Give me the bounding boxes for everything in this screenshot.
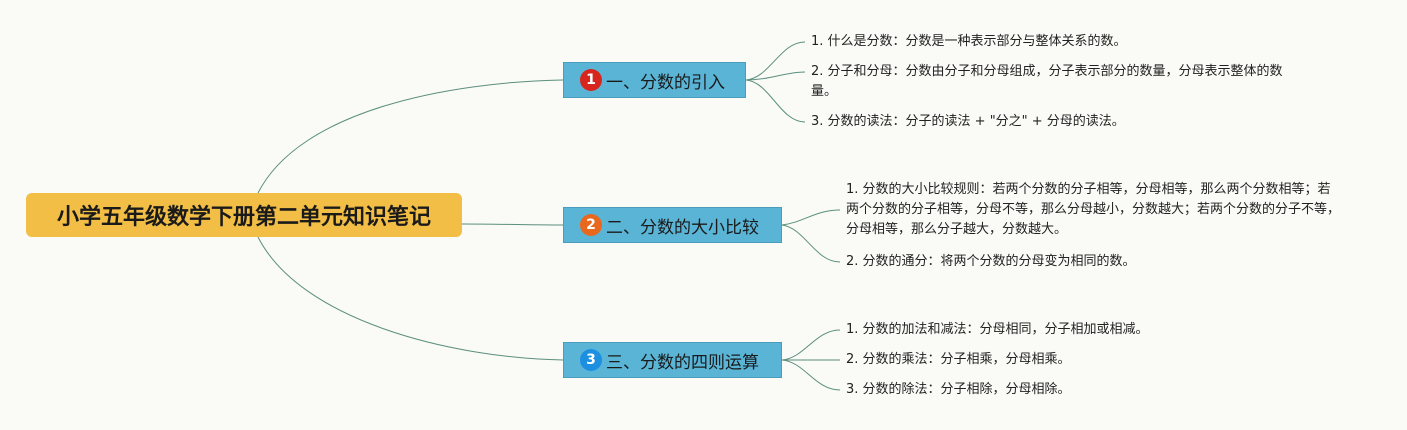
leaf-node[interactable]: 2. 分数的乘法：分子相乘，分母相乘。 [846,352,1071,367]
branch-label: 一、分数的引入 [606,72,725,93]
leaf-node[interactable]: 1. 什么是分数：分数是一种表示部分与整体关系的数。 [811,34,1127,49]
branch-label: 三、分数的四则运算 [606,352,759,373]
root-title: 小学五年级数学下册第二单元知识笔记 [56,205,431,230]
branch-node-2[interactable]: 2 二、分数的大小比较 [563,207,782,243]
connector-b1-leaf-3 [745,79,806,123]
connector-b3-leaf-3 [781,359,841,391]
leaf-node[interactable]: 2. 分数的通分：将两个分数的分母变为相同的数。 [846,254,1136,269]
number-badge-icon: 3 [580,349,602,371]
connector-b1-leaf-2 [745,71,806,81]
number-badge-icon: 1 [580,69,602,91]
connector-b2-leaf-1 [781,209,841,226]
connector-root-branch-2 [461,223,564,226]
branch-label: 二、分数的大小比较 [606,217,759,238]
leaf-node[interactable]: 2. 分子和分母：分数由分子和分母组成，分子表示部分的数量，分母表示整体的数量。 [811,64,1283,99]
leaf-node[interactable]: 3. 分数的读法：分子的读法 + "分之" + 分母的读法。 [811,114,1125,129]
connector-b3-leaf-1 [781,329,841,361]
connector-root-branch-1 [257,79,564,194]
connector-root-branch-3 [257,236,564,361]
connector-b2-leaf-2 [781,224,841,263]
connector-b1-leaf-1 [745,41,806,81]
branch-node-1[interactable]: 1 一、分数的引入 [563,62,746,98]
number-badge-icon: 2 [580,214,602,236]
leaf-node[interactable]: 3. 分数的除法：分子相除，分母相除。 [846,382,1071,397]
branch-node-3[interactable]: 3 三、分数的四则运算 [563,342,782,378]
leaf-node[interactable]: 1. 分数的加法和减法：分母相同，分子相加或相减。 [846,322,1149,337]
leaf-node[interactable]: 1. 分数的大小比较规则：若两个分数的分子相等，分母相等，那么两个分数相等；若两… [846,182,1341,237]
root-node[interactable]: 小学五年级数学下册第二单元知识笔记 [26,193,462,237]
